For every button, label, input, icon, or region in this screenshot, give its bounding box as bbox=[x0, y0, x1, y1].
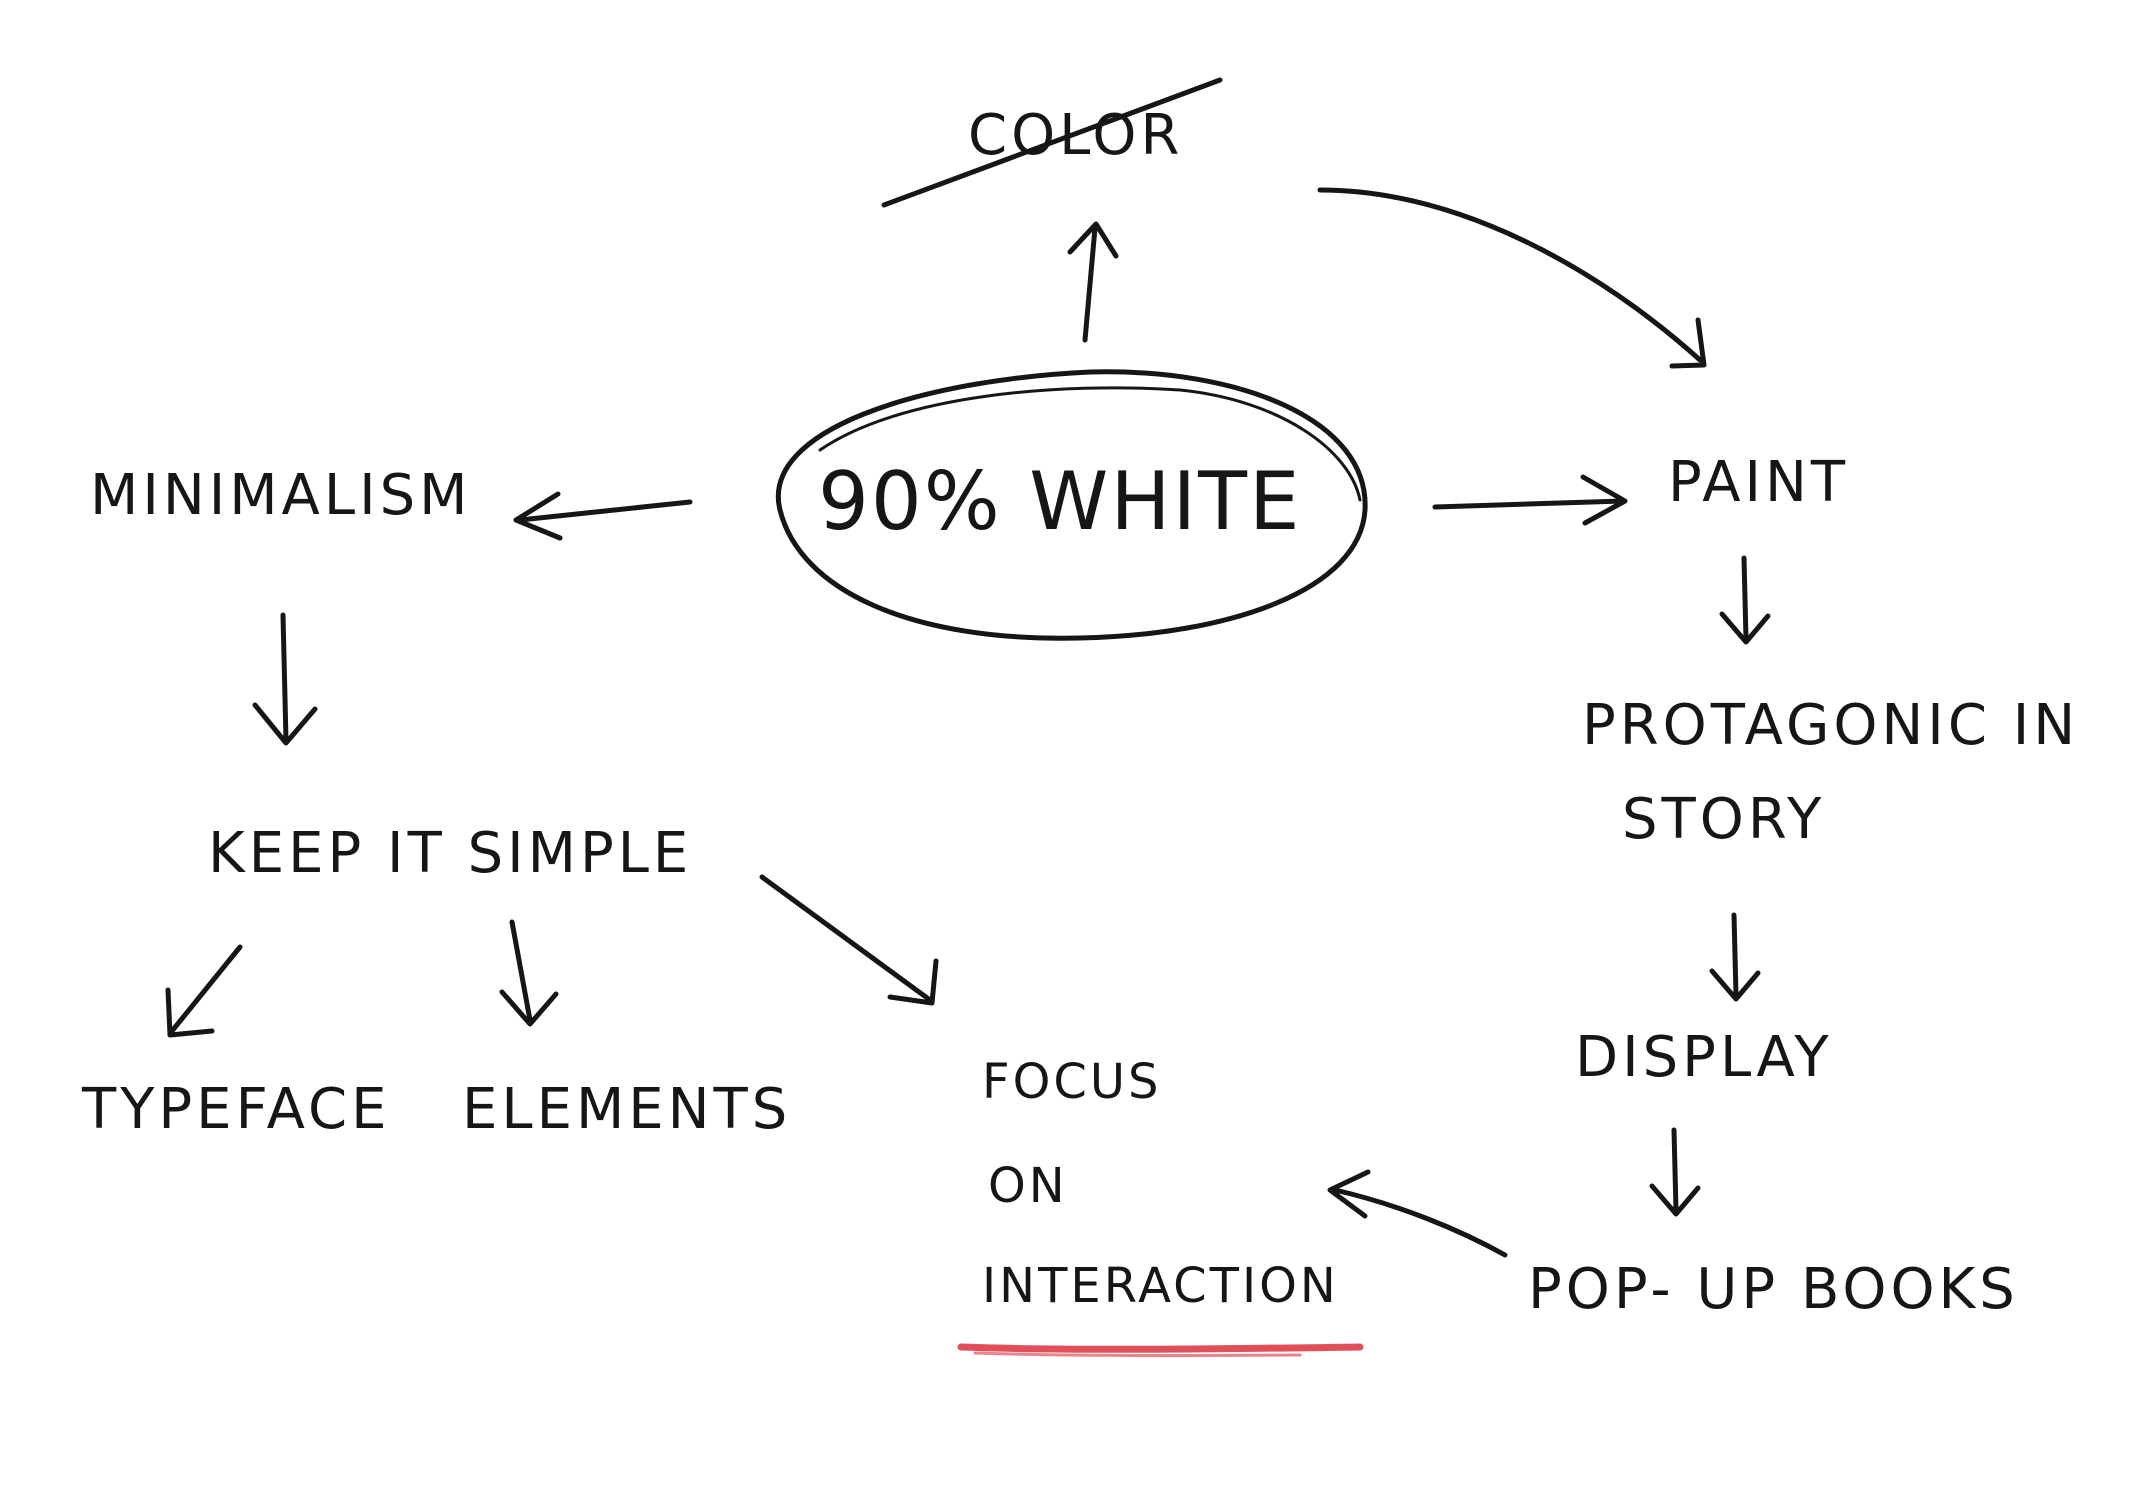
center-ellipse-outline bbox=[775, 369, 1368, 641]
arrow-center-to-color bbox=[1067, 221, 1119, 343]
arrow-protagonic-to-display bbox=[1709, 912, 1761, 1002]
arrow-display-to-popup bbox=[1649, 1127, 1701, 1217]
arrow-paint-to-protagonic bbox=[1719, 555, 1771, 645]
node-elements: ELEMENTS bbox=[462, 1077, 792, 1142]
node-protagonic-line2: STORY bbox=[1622, 787, 1826, 852]
interaction-highlight-underline bbox=[957, 1343, 1364, 1357]
node-focus-line1: FOCUS bbox=[982, 1054, 1162, 1110]
arrow-color-to-paint bbox=[1317, 187, 1707, 369]
center-ellipse bbox=[775, 369, 1368, 641]
node-keep-it-simple: KEEP IT SIMPLE bbox=[208, 821, 693, 886]
node-paint: PAINT bbox=[1668, 450, 1850, 515]
arrow-minimalism-to-keep-it-simple bbox=[252, 612, 318, 746]
arrow-center-to-minimalism bbox=[513, 491, 693, 541]
node-focus-line3: INTERACTION bbox=[982, 1258, 1339, 1314]
node-center-90-white: 90% WHITE bbox=[818, 455, 1302, 548]
node-color: COLOR bbox=[968, 103, 1184, 168]
node-focus-line2: ON bbox=[988, 1158, 1068, 1214]
node-minimalism: MINIMALISM bbox=[90, 463, 472, 528]
arrow-popup-to-focus bbox=[1327, 1169, 1508, 1258]
node-pop-up-books: POP- UP BOOKS bbox=[1528, 1257, 2019, 1322]
arrow-keep-to-typeface bbox=[165, 944, 243, 1038]
node-protagonic-line1: PROTAGONIC IN bbox=[1582, 693, 2080, 758]
arrow-keep-to-elements bbox=[499, 919, 559, 1027]
node-typeface: TYPEFACE bbox=[82, 1077, 391, 1142]
arrow-center-to-paint bbox=[1432, 474, 1628, 526]
node-display: DISPLAY bbox=[1575, 1025, 1833, 1090]
center-ellipse-second-stroke bbox=[818, 386, 1362, 502]
color-strike-through bbox=[881, 77, 1223, 208]
arrow-keep-to-focus bbox=[759, 874, 939, 1006]
